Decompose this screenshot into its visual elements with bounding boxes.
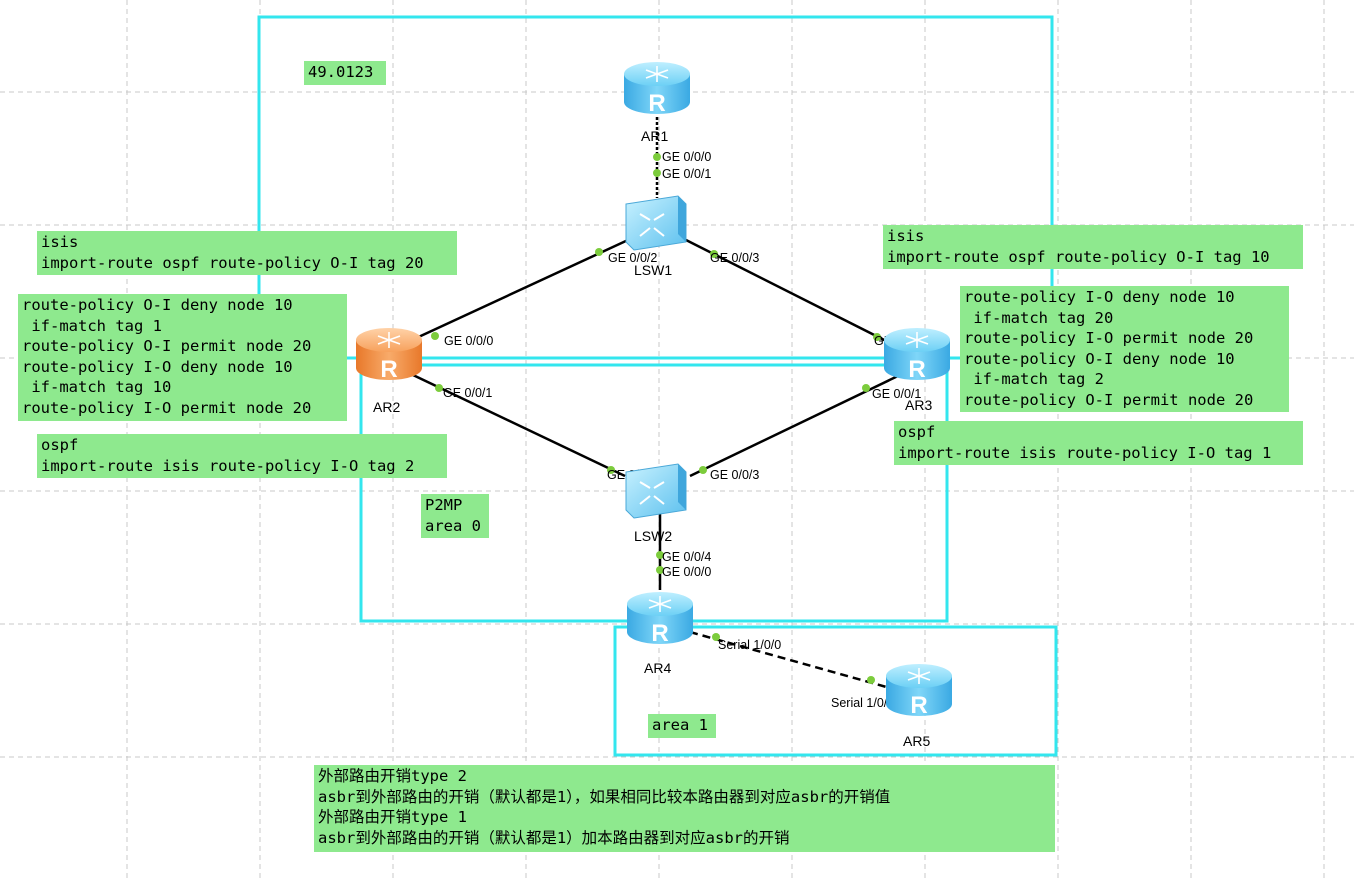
svg-text:R: R xyxy=(908,356,925,383)
svg-text:R: R xyxy=(910,692,927,719)
device-label-lsw2: LSW2 xyxy=(634,528,672,544)
port-label: GE 0/0/3 xyxy=(710,251,759,265)
ar2-ospf-note: ospf import-route isis route-policy I-O … xyxy=(37,434,447,478)
router-ar2[interactable]: R xyxy=(356,328,422,383)
note-line: route-policy O-I permit node 20 xyxy=(964,390,1254,409)
note-line: import-route isis route-policy I-O tag 1 xyxy=(898,443,1272,462)
svg-text:R: R xyxy=(651,620,668,647)
note-line: area 0 xyxy=(425,516,481,535)
note-line: area 1 xyxy=(652,716,708,734)
ospf-area1-box xyxy=(613,625,1058,757)
port-label: GE 0/0/0 xyxy=(444,334,493,348)
link-lsw1-ar2[interactable] xyxy=(411,238,629,342)
note-line: 49.0123 xyxy=(308,63,374,81)
port-label: GE 0/0/0 xyxy=(662,150,711,164)
ar3-ospf-note: ospf import-route isis route-policy I-O … xyxy=(894,421,1303,465)
note-line: route-policy I-O permit node 20 xyxy=(964,329,1254,348)
ar2-isis-note: isis import-route ospf route-policy O-I … xyxy=(37,231,457,275)
note-line: route-policy O-I permit node 20 xyxy=(22,337,312,356)
port-label: GE 0/0/3 xyxy=(710,468,759,482)
device-label-ar3: AR3 xyxy=(905,397,932,413)
switch-icon xyxy=(625,195,687,251)
note-line: route-policy I-O deny node 10 xyxy=(22,357,293,376)
switch-icon xyxy=(625,463,687,519)
note-line: if-match tag 1 xyxy=(22,316,162,335)
note-line: 外部路由开销type 1 xyxy=(318,808,467,827)
note-line: if-match tag 20 xyxy=(964,308,1114,327)
note-line: asbr到外部路由的开销（默认都是1）加本路由器到对应asbr的开销 xyxy=(318,828,790,847)
note-line: ospf xyxy=(898,423,936,441)
device-label-ar4: AR4 xyxy=(644,660,671,676)
svg-text:R: R xyxy=(648,90,665,117)
link-ar2-lsw2[interactable] xyxy=(412,373,626,478)
switch-lsw1[interactable] xyxy=(625,195,687,251)
note-line: import-route isis route-policy I-O tag 2 xyxy=(41,456,415,475)
router-ar4[interactable]: R xyxy=(627,592,693,647)
port-label: GE 0/0/4 xyxy=(662,550,711,564)
ar3-isis-note: isis import-route ospf route-policy O-I … xyxy=(883,225,1303,269)
port-label: GE 0/0/1 xyxy=(662,167,711,181)
port-label: GE 0/0/1 xyxy=(443,386,492,400)
ar2-policy-note: route-policy O-I deny node 10 if-match t… xyxy=(18,294,347,421)
router-ar1[interactable]: R xyxy=(624,62,690,117)
ospf-area0-label: P2MP area 0 xyxy=(421,494,489,538)
router-ar3[interactable]: R xyxy=(884,328,950,383)
note-line: route-policy O-I deny node 10 xyxy=(964,349,1235,368)
ospf-area1-label: area 1 xyxy=(648,714,716,738)
device-label-lsw1: LSW1 xyxy=(634,262,672,278)
note-line: import-route ospf route-policy O-I tag 1… xyxy=(887,247,1270,266)
device-label-ar5: AR5 xyxy=(903,733,930,749)
device-label-ar1: AR1 xyxy=(641,128,668,144)
port-label: Serial 1/0/0 xyxy=(718,638,781,652)
port-label: Serial 1/0/0 xyxy=(831,696,894,710)
isis-area-box xyxy=(257,15,1054,360)
device-label-ar2: AR2 xyxy=(373,399,400,415)
note-line: ospf xyxy=(41,436,79,454)
note-line: if-match tag 10 xyxy=(22,378,172,397)
note-line: isis xyxy=(41,233,79,251)
port-label: GE 0/0/0 xyxy=(662,565,711,579)
note-line: 外部路由开销type 2 xyxy=(318,767,467,785)
note-line: asbr到外部路由的开销（默认都是1），如果相同比较本路由器到对应asbr的开销… xyxy=(318,787,891,806)
note-line: route-policy I-O deny node 10 xyxy=(964,288,1235,306)
link-ar4-ar5[interactable] xyxy=(689,630,891,690)
note-line: if-match tag 2 xyxy=(964,370,1104,389)
svg-text:R: R xyxy=(380,356,397,383)
note-line: route-policy O-I deny node 10 xyxy=(22,296,293,314)
switch-lsw2[interactable] xyxy=(625,463,687,519)
router-ar5[interactable]: R xyxy=(886,664,952,719)
link-lsw1-ar3[interactable] xyxy=(685,238,901,350)
external-cost-note: 外部路由开销type 2 asbr到外部路由的开销（默认都是1），如果相同比较本… xyxy=(314,765,1055,852)
port-label: GE 0/0/2 xyxy=(608,251,657,265)
note-line: P2MP xyxy=(425,496,463,514)
port-label: GE 0/0/1 xyxy=(872,387,921,401)
note-line: import-route ospf route-policy O-I tag 2… xyxy=(41,253,424,272)
port-dots xyxy=(431,153,881,684)
ar3-policy-note: route-policy I-O deny node 10 if-match t… xyxy=(960,286,1289,412)
isis-area-label: 49.0123 xyxy=(304,61,386,85)
note-line: route-policy I-O permit node 20 xyxy=(22,398,312,417)
note-line: isis xyxy=(887,227,925,245)
